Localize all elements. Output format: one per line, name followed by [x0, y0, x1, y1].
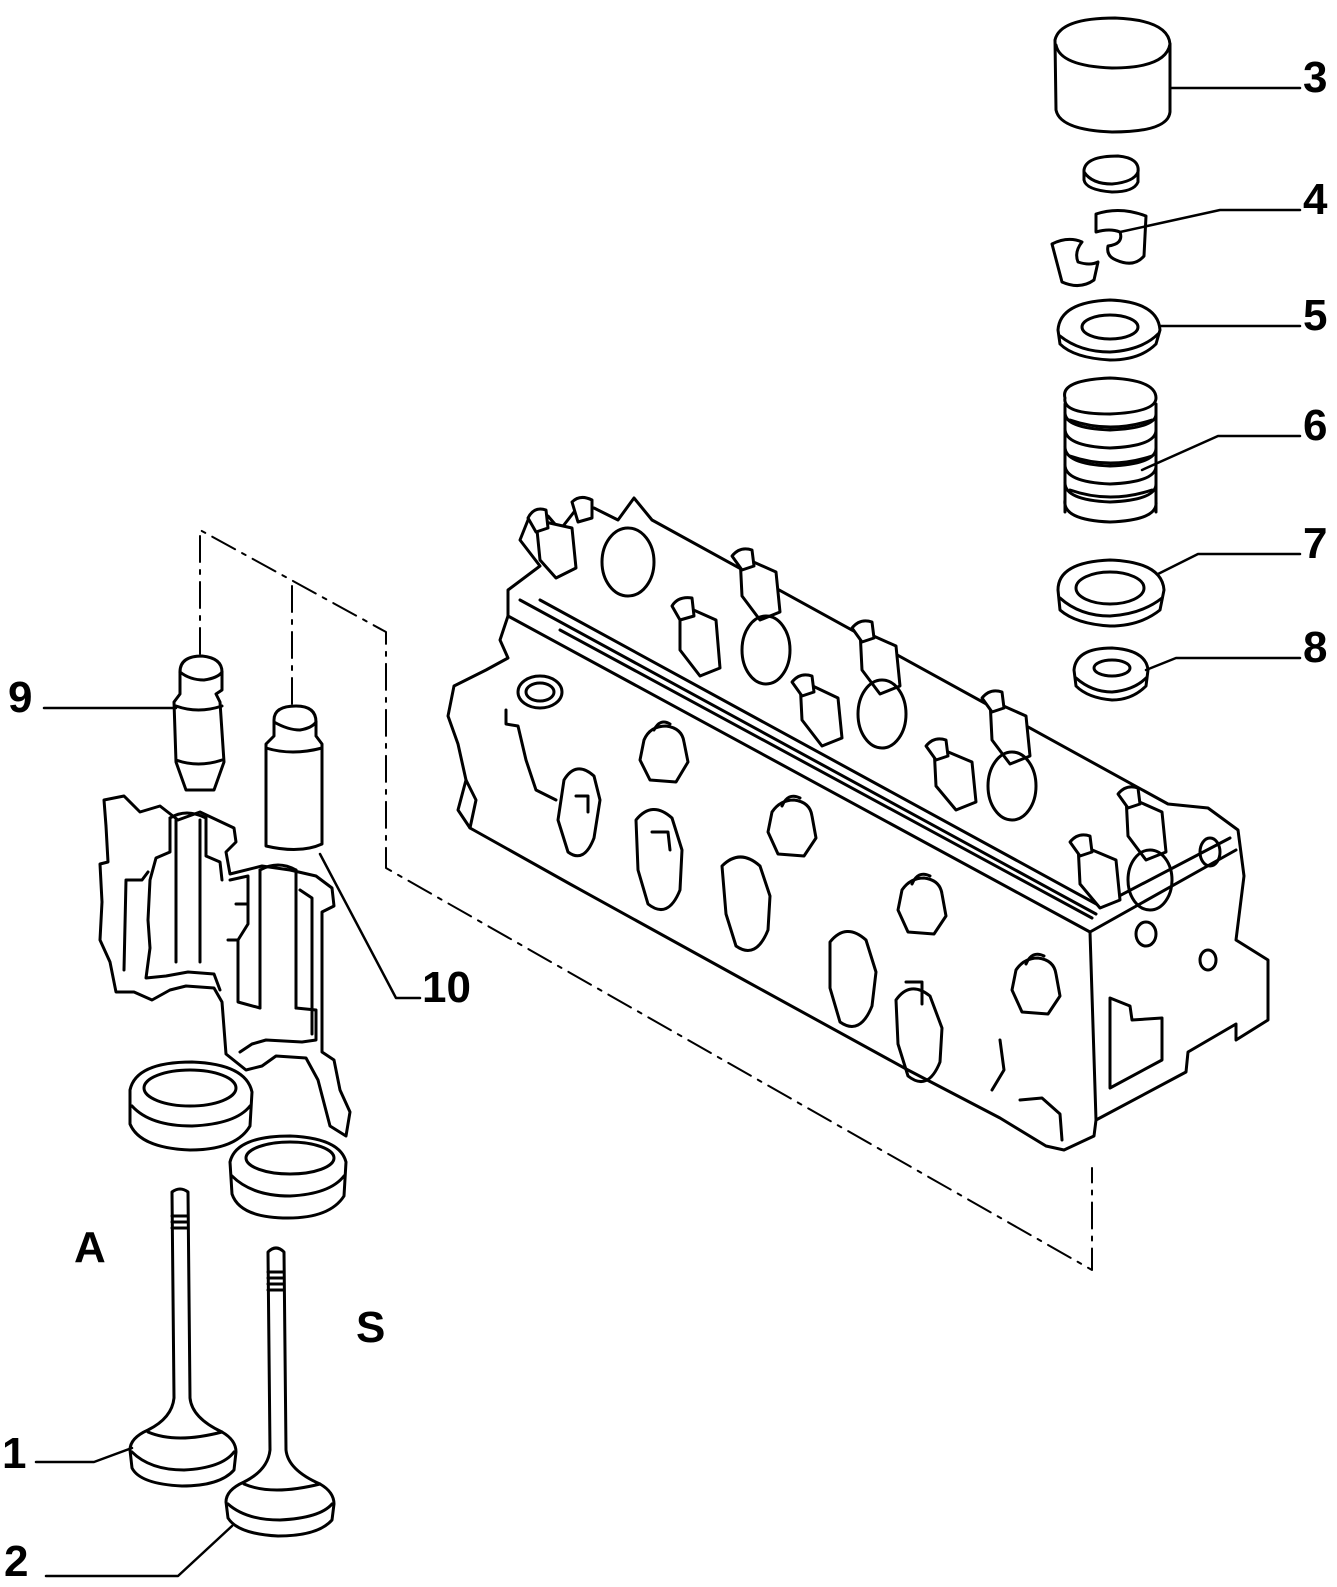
callout-4: 4 — [1303, 175, 1328, 224]
valve-seat-exhaust — [228, 1134, 348, 1220]
callout-7: 7 — [1303, 519, 1328, 568]
part-3-tappet — [1053, 16, 1172, 134]
valve-seat-intake — [128, 1060, 254, 1152]
part-5-retainer — [1056, 298, 1162, 362]
callout-3: 3 — [1303, 53, 1328, 102]
leader-lines — [34, 86, 1302, 1578]
part-1-intake-valve — [128, 1187, 238, 1488]
callout-1: 1 — [2, 1429, 27, 1478]
part-6-spring — [1063, 376, 1158, 524]
part-8-stem-seal — [1072, 646, 1150, 702]
callout-9: 9 — [8, 673, 33, 722]
callout-6: 6 — [1303, 401, 1328, 450]
callout-5: 5 — [1303, 291, 1328, 340]
part-2-exhaust-valve — [224, 1246, 336, 1538]
head-cross-section — [98, 794, 352, 1138]
part-10-valve-guide — [264, 704, 324, 851]
callout-8: 8 — [1303, 623, 1328, 672]
callout-10: 10 — [422, 963, 471, 1012]
callout-2: 2 — [4, 1537, 29, 1586]
part-4-collets — [1050, 209, 1148, 287]
intake-marker: A — [74, 1223, 106, 1272]
part-9-valve-guide — [172, 654, 226, 792]
assembly-lines — [199, 529, 1093, 1271]
exhaust-marker: S — [356, 1303, 386, 1352]
cylinder-head — [446, 495, 1270, 1152]
part-7-spring-seat — [1056, 558, 1166, 628]
valve-shim — [1082, 154, 1140, 194]
